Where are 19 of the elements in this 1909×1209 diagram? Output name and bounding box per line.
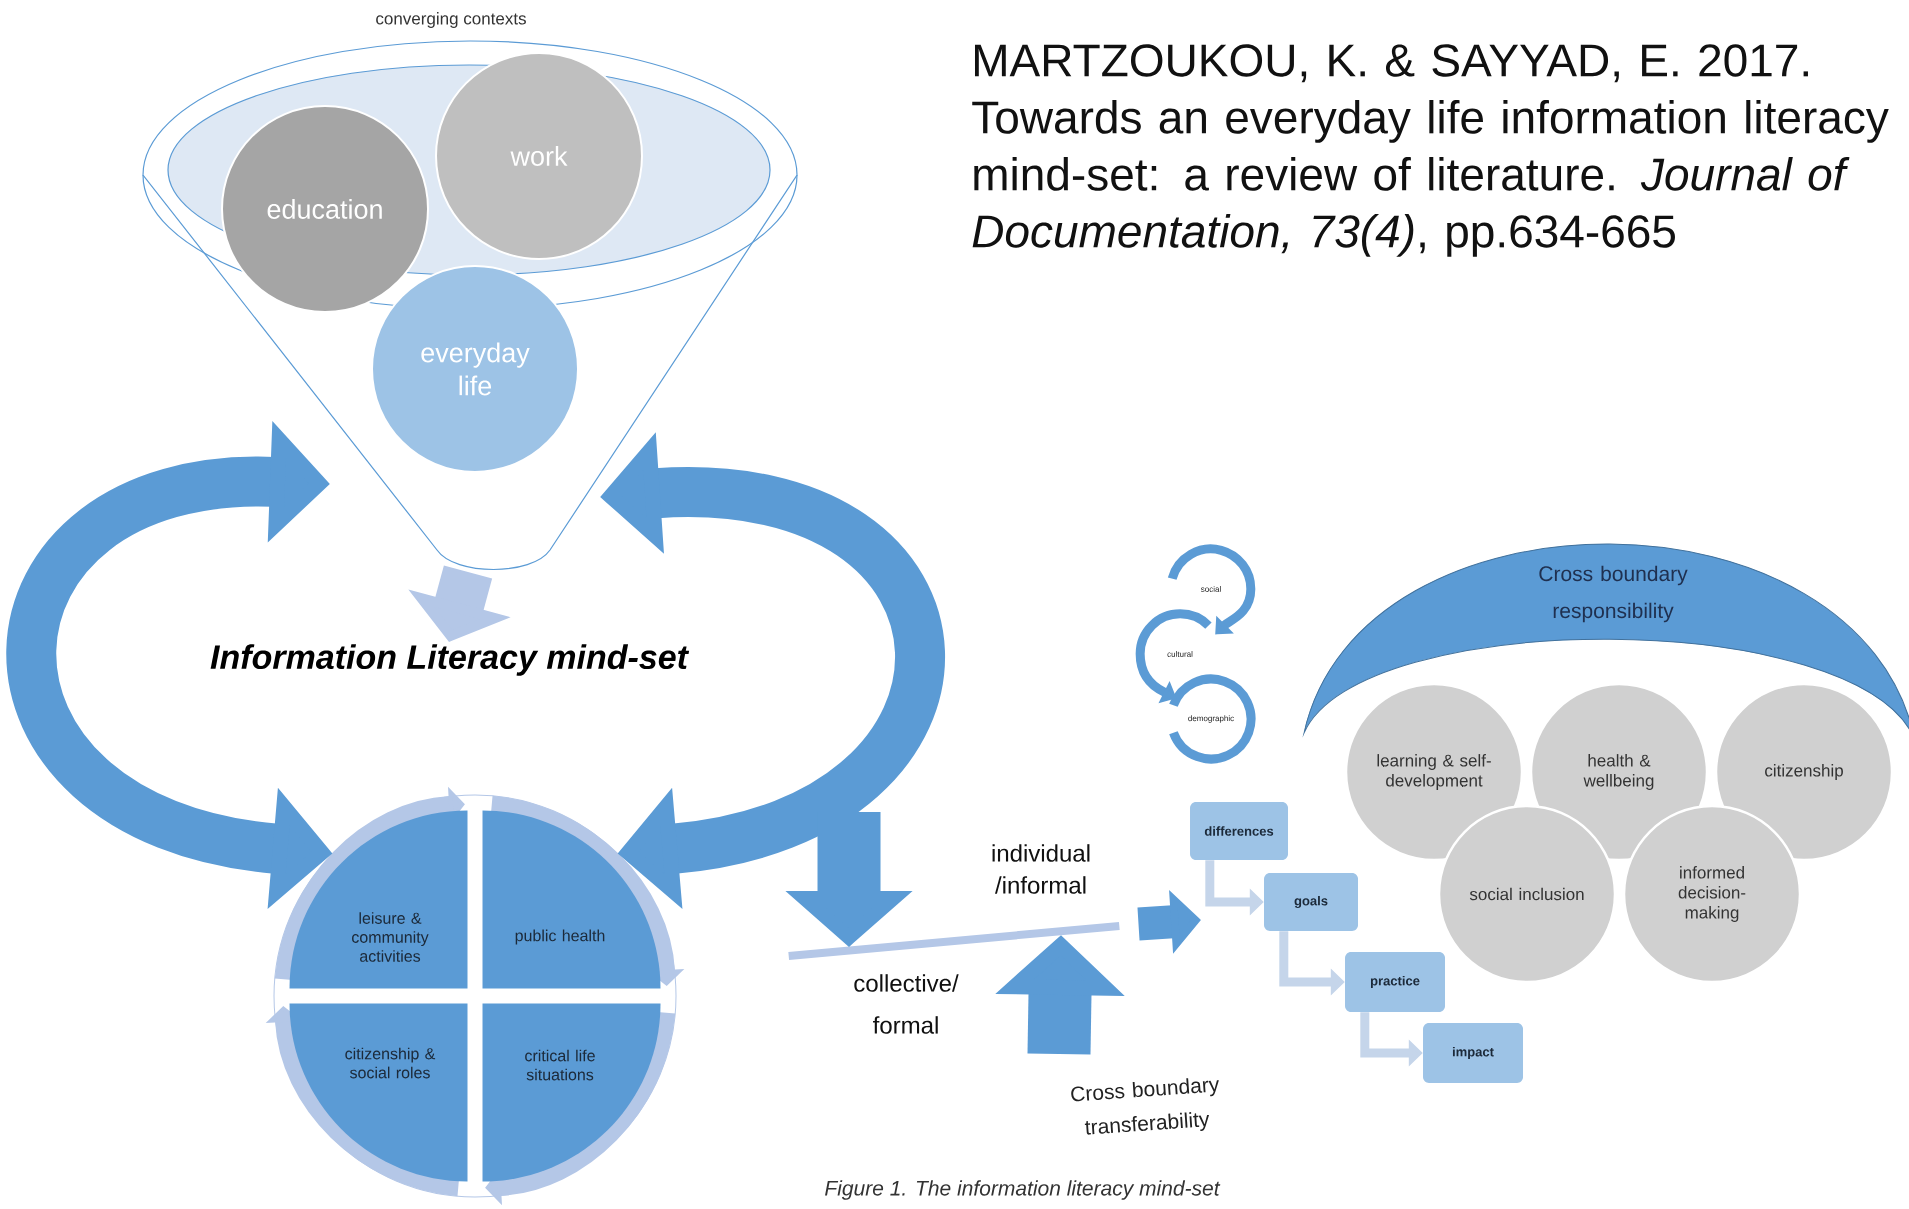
process-box: impact (1423, 1023, 1523, 1083)
side-label: individual /informal (992, 844, 1090, 894)
heading: Information Literacy mind-set (210, 644, 690, 676)
cycle-ring (265, 786, 685, 1206)
citation-text: MARTZOUKOU, K. & SAYYAD, E. 2017. Towards an everyday life information literacy mind-set: a review of literature. Journal of Documentation, 73(4), pp.634-665 (972, 44, 1889, 257)
ring-label: social (1201, 586, 1221, 592)
process-box: goals (1264, 873, 1358, 931)
circular-arrow (1167, 544, 1256, 635)
process-box: practice (1345, 952, 1445, 1012)
ring-label: cultural (1167, 651, 1193, 657)
quadrant-segment: critical life situations (482, 1003, 661, 1182)
node-label: converging contexts (376, 12, 526, 28)
ring-label: demographic (1169, 674, 1256, 764)
text: Cross boundary transferability (1071, 1078, 1219, 1135)
quadrant-segment: citizenship & social roles (289, 1003, 468, 1182)
process-box: differences (1190, 802, 1288, 860)
caption: Figure 1. The information literacy mind-set (825, 1180, 1221, 1200)
seesaw-bar (788, 921, 1120, 960)
quadrant-segment: leisure & community activities (289, 810, 468, 989)
